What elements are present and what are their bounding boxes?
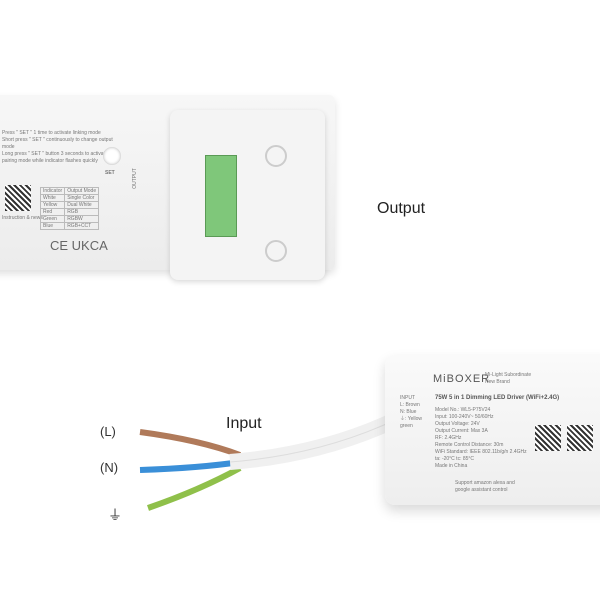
brand-logo: MiBOXER (433, 373, 491, 385)
live-label: (L) (100, 424, 116, 439)
yellowgreen-wire (147, 465, 242, 511)
qr-code (535, 425, 561, 451)
qr-code (567, 425, 593, 451)
spec: Output Current: Max 3A (435, 428, 488, 434)
pin: N: Blue (400, 409, 417, 415)
ground-label: ⏚ (108, 507, 122, 523)
pin: L: Brown (400, 402, 420, 408)
spec: Model No.: WL5-P75V24 (435, 407, 491, 413)
product-title: 75W 5 in 1 Dimming LED Driver (WiFi+2.4G… (435, 395, 560, 401)
spec: WiFi Standard: IEEE 802.11b/g/n 2.4GHz (435, 449, 527, 455)
voice-support-text: Support amazon alexa and google assistan… (455, 480, 515, 493)
instructions: Press " SET " 1 time to activate linking… (2, 130, 122, 165)
cell: RGB+CCT (64, 222, 100, 230)
input-label: INPUT (400, 395, 415, 401)
instruction-1: Press " SET " 1 time to activate linking… (2, 130, 101, 136)
instruction-2: Short press " SET " continuously to chan… (2, 137, 113, 150)
terminal-cover (170, 110, 325, 280)
spec: Remote Control Distance: 30m (435, 442, 504, 448)
sub-brand: Mi-Light Subordinate New Brand (485, 372, 532, 385)
input-label-text: Input (226, 415, 262, 432)
set-button[interactable] (103, 147, 121, 165)
screw-icon (265, 240, 287, 262)
spec: ta: -20°C tc: 85°C (435, 456, 475, 462)
output-terminal-block (205, 155, 237, 237)
output-label-text: Output (377, 200, 426, 217)
spec: Made in China (435, 463, 468, 469)
qr-code (5, 185, 31, 211)
cert-marks: CE UKCA (50, 238, 108, 253)
brown-wire (139, 429, 242, 458)
cell: Blue (39, 222, 66, 230)
pin: ⏚: Yellow green (400, 416, 422, 429)
blue-wire (139, 459, 241, 473)
spec: Output Voltage: 24V (435, 421, 480, 427)
spec: Input: 100-240V~ 50/60Hz (435, 414, 494, 420)
instruction-3: Long press " SET " button 3 seconds to a… (2, 151, 120, 164)
input-pins: INPUT L: Brown N: Blue ⏚: Yellow green (400, 395, 430, 430)
neutral-label: (N) (100, 460, 119, 475)
screw-icon (265, 145, 287, 167)
spec-list: Model No.: WL5-P75V24 Input: 100-240V~ 5… (435, 407, 527, 470)
driver-bottom-body: MiBOXER Mi-Light Subordinate New Brand 7… (385, 355, 600, 505)
set-label: SET (105, 170, 115, 176)
qr-caption: Instruction & news (2, 215, 43, 221)
spec: RF: 2.4GHz (435, 435, 462, 441)
